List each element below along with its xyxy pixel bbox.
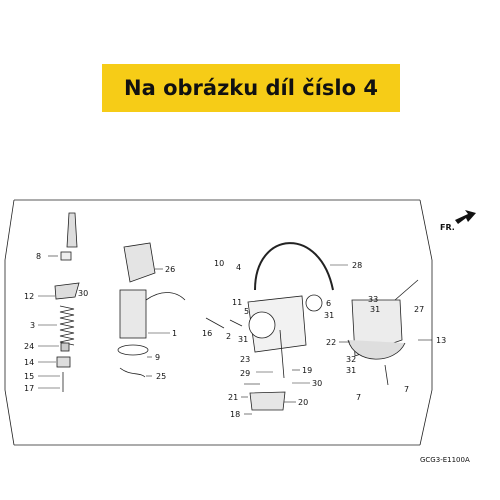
part-screw-2 <box>229 319 243 327</box>
part-cable <box>145 292 186 301</box>
part-bolt-23 <box>279 329 285 379</box>
callout-23: 23 <box>240 355 250 364</box>
callout-8: 8 <box>36 252 41 261</box>
part-o-ring-6 <box>305 294 323 312</box>
callout-16: 16 <box>202 329 212 338</box>
callout-27: 27 <box>414 305 424 314</box>
callout-24: 24 <box>24 342 34 351</box>
part-tube-28 <box>254 242 334 291</box>
callout-28: 28 <box>352 261 362 270</box>
callout-13: 13 <box>436 336 446 345</box>
callout-30: 30 <box>78 289 88 298</box>
part-screw-16 <box>205 317 225 329</box>
part-needle-holder <box>54 282 80 300</box>
callout-11: 11 <box>232 298 242 307</box>
callout-2: 2 <box>226 332 231 341</box>
callout-6: 6 <box>326 299 331 308</box>
callout-20: 20 <box>298 398 308 407</box>
part-number-banner: Na obrázku díl číslo 4 <box>102 64 400 112</box>
callout-25: 25 <box>156 372 166 381</box>
callout-4: 4 <box>236 263 241 272</box>
callout-30: 30 <box>312 379 322 388</box>
reference-code: GCG3-E1100A <box>420 456 470 464</box>
callout-9: 9 <box>155 353 160 362</box>
part-spring <box>59 305 75 346</box>
callout-7: 7 <box>356 393 361 402</box>
part-throttle-slide <box>119 289 147 339</box>
callout-26: 26 <box>165 265 175 274</box>
part-throttle-cable-end <box>66 212 78 248</box>
callout-10: 10 <box>214 259 224 268</box>
callout-33: 33 <box>368 295 378 304</box>
callout-14: 14 <box>24 358 34 367</box>
callout-32: 32 <box>346 355 356 364</box>
callout-22: 22 <box>326 338 336 347</box>
part-chamber-bowl <box>347 339 406 360</box>
banner-text: Na obrázku díl číslo 4 <box>124 76 378 100</box>
part-needle-jet-holder <box>60 342 70 352</box>
part-o-ring-left <box>117 344 149 356</box>
part-drain-screw <box>384 364 389 386</box>
part-main-jet <box>56 356 71 368</box>
callout-17: 17 <box>24 384 34 393</box>
part-cap <box>123 242 156 283</box>
direction-label: FR. <box>440 223 455 232</box>
callout-15: 15 <box>24 372 34 381</box>
callout-7: 7 <box>404 385 409 394</box>
callout-12: 12 <box>24 292 34 301</box>
part-float <box>249 391 286 411</box>
frame-left-bracket <box>4 199 15 446</box>
callout-21: 21 <box>228 393 238 402</box>
callout-31: 31 <box>238 335 248 344</box>
callout-31: 31 <box>324 311 334 320</box>
callout-3: 3 <box>30 321 35 330</box>
frame-right-bracket <box>419 199 433 446</box>
callout-1: 1 <box>172 329 177 338</box>
part-cable-27 <box>394 279 419 301</box>
direction-arrow-icon <box>455 210 476 224</box>
part-clip <box>60 251 72 261</box>
callout-29: 29 <box>240 369 250 378</box>
part-body-venturi <box>248 311 276 339</box>
part-hose-clip <box>119 367 146 378</box>
callout-19: 19 <box>302 366 312 375</box>
callout-31: 31 <box>370 305 380 314</box>
callout-31: 31 <box>346 366 356 375</box>
callout-18: 18 <box>230 410 240 419</box>
callout-5: 5 <box>244 307 249 316</box>
